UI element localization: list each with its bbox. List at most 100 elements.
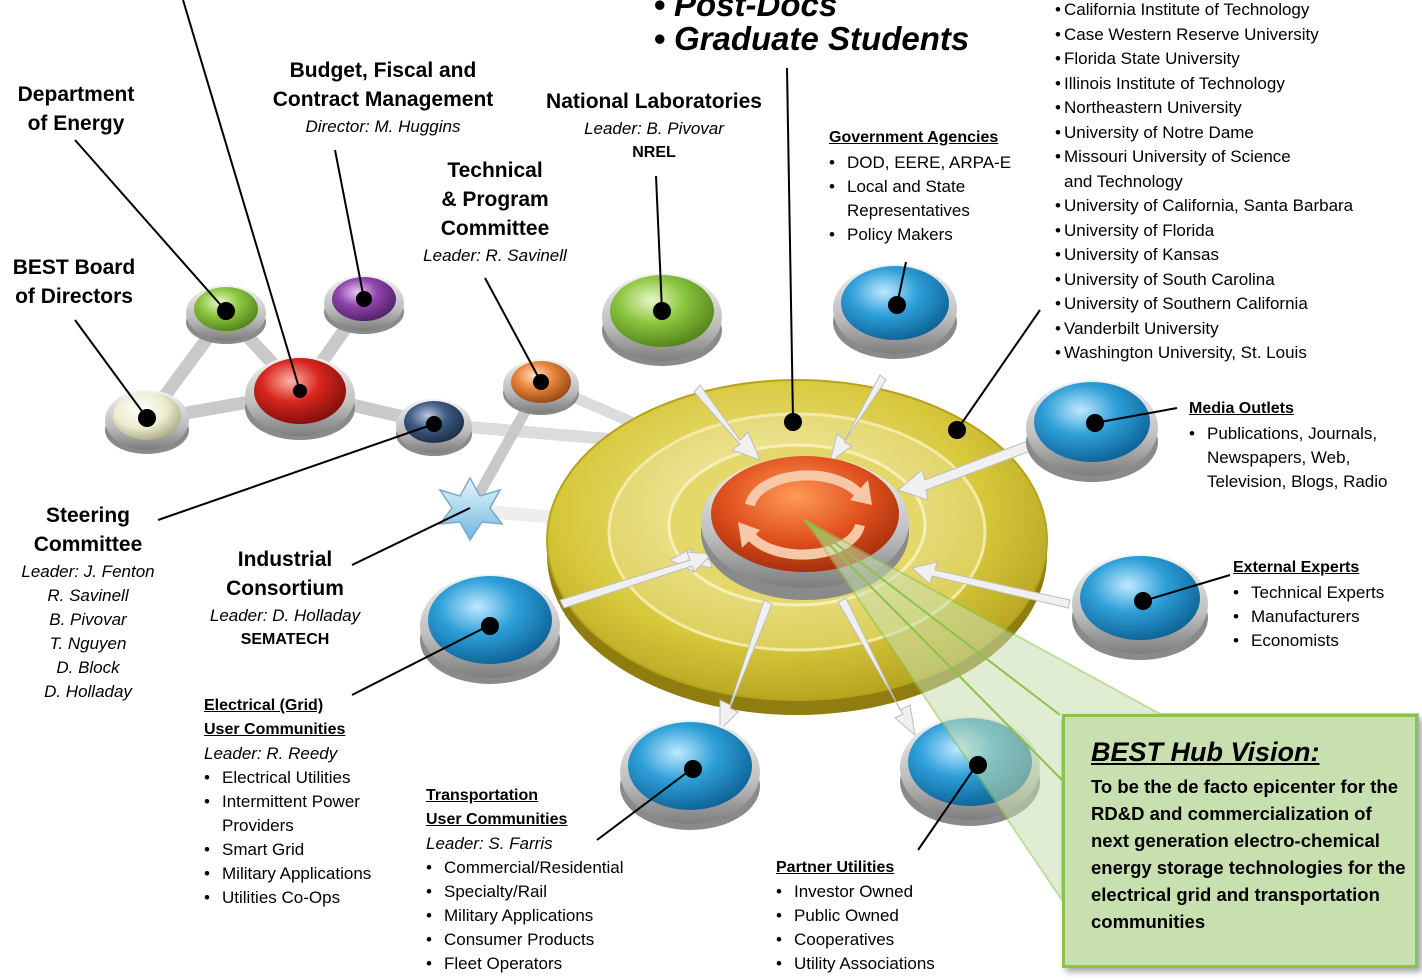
media-title: Media Outlets xyxy=(1189,400,1294,417)
steering-leader-2: R. Savinell xyxy=(47,586,129,605)
government-title: Government Agencies xyxy=(829,129,999,146)
transportation-item: Commercial/Residential xyxy=(426,859,624,876)
government-item: Local and State xyxy=(829,178,1011,195)
steering-committee-label: Steering Committee Leader: J. Fenton R. … xyxy=(14,505,162,700)
electrical-item: Utilities Co-Ops xyxy=(204,889,371,906)
budget-title-line-1: Budget, Fiscal and xyxy=(289,59,477,82)
top-item-postdocs: Post-Docs xyxy=(654,0,837,21)
university-item: Florida State University xyxy=(1055,50,1353,67)
partner-item: Public Owned xyxy=(776,907,935,924)
industrial-title-line-2: Consortium xyxy=(226,577,344,600)
industrial-leader: Leader: D. Holladay xyxy=(209,606,361,625)
university-item: University of Florida xyxy=(1055,222,1353,239)
transportation-item: Military Applications xyxy=(426,907,624,924)
national-labs-title: National Laboratories xyxy=(546,90,762,113)
university-item-continued: and Technology xyxy=(1064,171,1183,191)
national-labs-org: NREL xyxy=(632,144,676,161)
university-item: University of Notre Dame xyxy=(1055,124,1353,141)
government-item-continued: Representatives xyxy=(847,201,970,220)
industrial-org: SEMATECH xyxy=(240,631,330,648)
university-item: Northeastern University xyxy=(1055,99,1353,116)
department-line-1: Department xyxy=(17,83,135,106)
steering-leader-6: D. Holladay xyxy=(44,682,132,701)
university-item: Illinois Institute of Technology xyxy=(1055,75,1353,92)
industrial-consortium-label: Industrial Consortium Leader: D. Hollada… xyxy=(200,549,370,648)
external-experts-block: External Experts Technical Experts Manuf… xyxy=(1233,559,1384,650)
government-item: DOD, EERE, ARPA-E xyxy=(829,154,1011,171)
technical-leader: Leader: R. Savinell xyxy=(423,246,567,265)
university-item: Vanderbilt University xyxy=(1055,320,1353,337)
electrical-title-line-2: User Communities xyxy=(204,721,346,738)
vision-text: To be the de facto epicenter for the RD&… xyxy=(1091,776,1406,932)
university-item: Missouri University of Science xyxy=(1055,148,1353,165)
media-item-continued: Television, Blogs, Radio xyxy=(1207,472,1388,491)
leader-lines xyxy=(74,0,1231,851)
board-line-1: BEST Board xyxy=(12,256,136,279)
technical-title-line-2: & Program xyxy=(441,188,549,211)
leader-dots xyxy=(138,291,1152,778)
media-item: Publications, Journals, xyxy=(1189,425,1387,442)
partner-item: Investor Owned xyxy=(776,883,935,900)
transportation-title-line-1: Transportation xyxy=(426,787,539,804)
media-item-continued: Newspapers, Web, xyxy=(1207,448,1351,467)
industrial-title-line-1: Industrial xyxy=(237,548,333,571)
technical-title-line-3: Committee xyxy=(440,217,550,240)
steering-leader-1: Leader: J. Fenton xyxy=(21,562,155,581)
budget-label: Budget, Fiscal and Contract Management D… xyxy=(266,60,500,135)
steering-leader-3: B. Pivovar xyxy=(49,610,127,629)
electrical-leader: Leader: R. Reedy xyxy=(204,744,338,763)
electrical-communities-block: Electrical (Grid) User Communities Leade… xyxy=(204,697,371,907)
nodes xyxy=(105,264,1208,830)
electrical-item: Smart Grid xyxy=(204,841,371,858)
university-item: Washington University, St. Louis xyxy=(1055,344,1353,361)
electrical-item: Military Applications xyxy=(204,865,371,882)
top-item-graduate-students: Graduate Students xyxy=(654,22,969,55)
partner-utilities-block: Partner Utilities Investor Owned Public … xyxy=(776,859,935,973)
university-item: Case Western Reserve University xyxy=(1055,26,1353,43)
vision-box: BEST Hub Vision: To be the de facto epic… xyxy=(1062,714,1418,968)
transportation-item: Fleet Operators xyxy=(426,955,624,972)
hub-arrows xyxy=(559,374,1071,737)
steering-title-line-1: Steering xyxy=(45,504,131,527)
university-item: University of California, Santa Barbara xyxy=(1055,197,1353,214)
government-item: Policy Makers xyxy=(829,226,1011,243)
star-node xyxy=(438,476,504,542)
technical-committee-label: Technical & Program Committee Leader: R.… xyxy=(412,160,578,264)
government-agencies-block: Government Agencies DOD, EERE, ARPA-E Lo… xyxy=(829,129,1011,244)
steering-leader-5: D. Block xyxy=(56,658,120,677)
technical-title-line-1: Technical xyxy=(447,159,543,182)
transportation-title-line-2: User Communities xyxy=(426,811,568,828)
experts-item: Economists xyxy=(1233,632,1384,649)
partner-item: Cooperatives xyxy=(776,931,935,948)
best-board-label: BEST Board of Directors xyxy=(12,257,136,307)
budget-title-line-2: Contract Management xyxy=(272,88,494,111)
steering-title-line-2: Committee xyxy=(33,533,143,556)
transportation-communities-block: Transportation User Communities Leader: … xyxy=(426,787,624,973)
vision-title: BEST Hub Vision: xyxy=(1091,737,1320,767)
budget-director: Director: M. Huggins xyxy=(305,117,461,136)
experts-item: Manufacturers xyxy=(1233,608,1384,625)
universities-list: California Institute of Technology Case … xyxy=(1055,1,1353,361)
university-item: University of Kansas xyxy=(1055,246,1353,263)
partner-title: Partner Utilities xyxy=(776,859,895,876)
media-outlets-block: Media Outlets Publications, Journals, Ne… xyxy=(1189,400,1388,491)
national-labs-label: National Laboratories Leader: B. Pivovar… xyxy=(540,91,768,161)
transportation-item: Specialty/Rail xyxy=(426,883,624,900)
electrical-title-line-1: Electrical (Grid) xyxy=(204,697,324,714)
electrical-item: Intermittent Power xyxy=(204,793,371,810)
university-item: University of Southern California xyxy=(1055,295,1353,312)
national-labs-leader: Leader: B. Pivovar xyxy=(584,119,724,138)
partner-item: Utility Associations xyxy=(776,955,935,972)
transportation-leader: Leader: S. Farris xyxy=(426,834,553,853)
experts-item: Technical Experts xyxy=(1233,584,1384,601)
department-line-2: of Energy xyxy=(27,112,125,135)
steering-leader-4: T. Nguyen xyxy=(49,634,127,653)
vision-pointer-lines xyxy=(804,519,1063,781)
university-item: University of South Carolina xyxy=(1055,271,1353,288)
department-of-energy-label: Department of Energy xyxy=(14,84,138,134)
university-item: California Institute of Technology xyxy=(1055,1,1353,18)
electrical-item: Electrical Utilities xyxy=(204,769,371,786)
experts-title: External Experts xyxy=(1233,559,1360,576)
board-line-2: of Directors xyxy=(15,285,133,308)
